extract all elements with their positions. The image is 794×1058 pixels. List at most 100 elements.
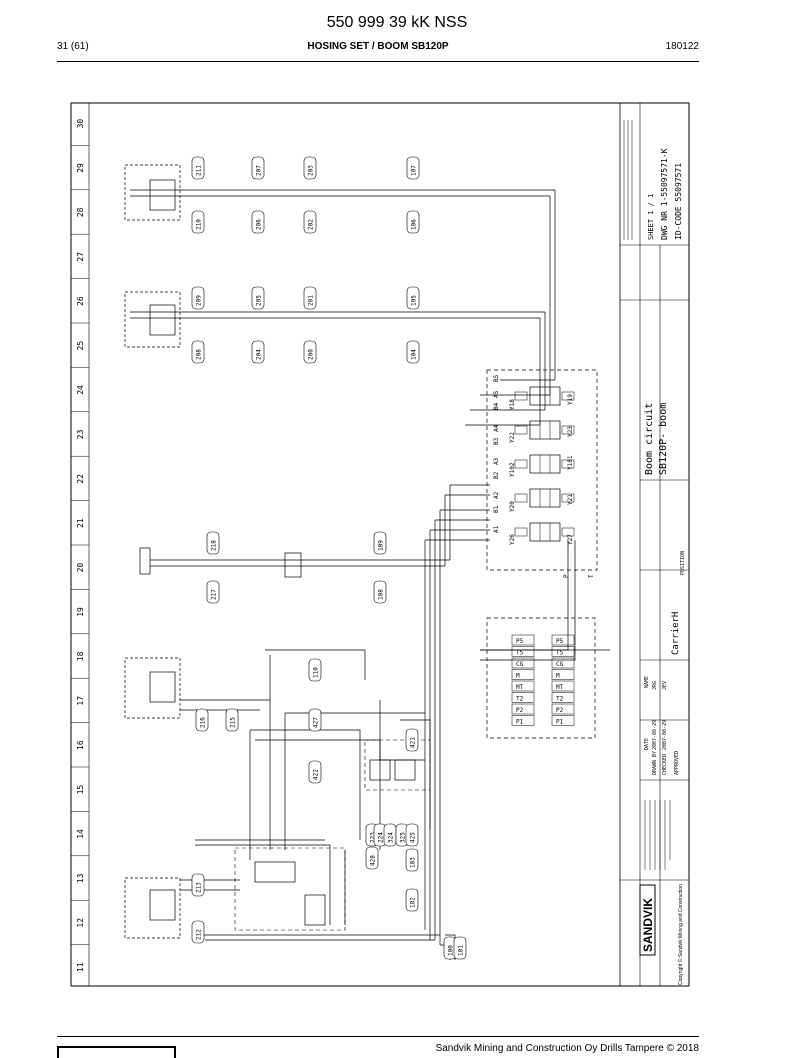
valve-coil-label: Y101 <box>567 455 574 470</box>
pressure-port-label: P <box>563 574 570 578</box>
document-number: 550 999 39 kK NSS <box>326 14 468 31</box>
grid-strip <box>70 102 90 987</box>
section-title: HOSING SET / BOOM SB120P <box>307 41 449 52</box>
connector-pin: P5 <box>516 638 524 645</box>
connector-pin: T5 <box>556 650 564 657</box>
hose-tag: 204 <box>251 340 265 364</box>
grid-number: 27 <box>76 252 85 262</box>
svg-text:205: 205 <box>256 295 263 306</box>
grid-number: 15 <box>76 785 85 795</box>
date-code: 180122 <box>665 41 699 52</box>
valve-port-label: A3 <box>493 457 500 465</box>
grid-number: 16 <box>76 740 85 750</box>
hose-tag: 425 <box>405 823 419 847</box>
svg-text:421: 421 <box>410 737 417 748</box>
hose-tag: 202 <box>303 210 317 234</box>
drawing-number: DWG NR 1-55097571-K <box>660 148 669 240</box>
hose-tag: 208 <box>191 340 205 364</box>
svg-text:206: 206 <box>256 219 263 230</box>
valve-port-label: B2 <box>493 471 500 479</box>
hose-tag: 211 <box>191 156 205 180</box>
footer-rule <box>57 1036 699 1037</box>
hose-tag: 428 <box>365 846 379 870</box>
svg-text:427: 427 <box>313 717 320 728</box>
grid-number: 12 <box>76 918 85 928</box>
svg-text:208: 208 <box>196 349 203 360</box>
hose-tag: 101 <box>453 936 467 960</box>
valve-section <box>514 386 575 406</box>
valve-port-label: A5 <box>493 390 500 398</box>
grid-number: 22 <box>76 474 85 484</box>
svg-text:422: 422 <box>313 769 320 780</box>
id-code: ID-CODE 55097571 <box>674 163 683 240</box>
brand-logo: SANDVIK <box>641 898 655 952</box>
valve-section <box>514 488 575 508</box>
hose-tag: 104 <box>406 340 420 364</box>
svg-text:210: 210 <box>196 219 203 230</box>
svg-text:216: 216 <box>200 717 207 728</box>
svg-text:212: 212 <box>196 929 203 940</box>
grid-number: 25 <box>76 341 85 351</box>
grid-number: 20 <box>76 563 85 573</box>
svg-text:102: 102 <box>410 897 417 908</box>
hose-tag: 207 <box>251 156 265 180</box>
page-indicator: 31 (61) <box>57 41 89 52</box>
note-text-block <box>623 120 671 870</box>
title-line-1: Boom circuit <box>644 403 655 475</box>
svg-text:103: 103 <box>410 857 417 868</box>
hose-tag: 421 <box>405 728 419 752</box>
connector-pin: MT <box>556 684 564 691</box>
hose-tag: 107 <box>406 156 420 180</box>
svg-text:425: 425 <box>410 832 417 843</box>
grid-number: 30 <box>76 119 85 129</box>
svg-text:105: 105 <box>411 295 418 306</box>
grid-number: 14 <box>76 829 85 839</box>
grid-number: 13 <box>76 873 85 883</box>
grid-number: 18 <box>76 651 85 661</box>
connector-pin: P5 <box>556 638 564 645</box>
svg-text:204: 204 <box>256 349 263 360</box>
hose-tag: 209 <box>191 286 205 310</box>
lower-valve-group <box>234 847 346 931</box>
hose-tag: 213 <box>191 873 205 897</box>
grid-number: 28 <box>76 207 85 217</box>
hose-tag: 105 <box>406 286 420 310</box>
sheet-label: SHEET 1 / 1 <box>647 194 655 240</box>
connector-block <box>486 617 596 739</box>
svg-text:202: 202 <box>308 219 315 230</box>
svg-text:213: 213 <box>196 882 203 893</box>
valve-section <box>514 454 575 474</box>
checked-label: CHECKED <box>662 754 668 775</box>
grid-number: 11 <box>76 962 85 972</box>
hose-tag: 212 <box>191 920 205 944</box>
carrier-label: CarrierH <box>671 612 681 655</box>
valve-block <box>486 369 598 571</box>
connector-pin: CG <box>516 661 524 668</box>
checked-name: JEV <box>662 681 668 690</box>
valve-port-label: B3 <box>493 437 500 445</box>
title-line-2: SB120P- boom <box>658 403 669 475</box>
valve-port-label: B1 <box>493 505 500 513</box>
grid-number: 26 <box>76 296 85 306</box>
hose-tag: 324 <box>383 823 397 847</box>
drawn-by-label: DRAWN BY <box>652 751 658 775</box>
position-label: POSITION <box>680 551 686 575</box>
cylinder-symbols <box>124 164 416 939</box>
name-label: NAME <box>644 676 650 688</box>
svg-text:217: 217 <box>211 589 218 600</box>
valve-coil-label: Y27 <box>567 534 574 545</box>
footer-company: Sandvik Mining and Construction Oy Drill… <box>435 1043 699 1054</box>
grid-number: 23 <box>76 429 85 439</box>
hose-break-block <box>364 739 431 791</box>
svg-text:325: 325 <box>400 832 407 843</box>
valve-coil-label: Y19 <box>567 394 574 405</box>
hose-tag: 422 <box>308 760 322 784</box>
valve-port-label: B5 <box>493 374 500 382</box>
valve-coil-label: Y26 <box>509 534 516 545</box>
svg-text:207: 207 <box>256 165 263 176</box>
valve-section <box>514 420 575 440</box>
